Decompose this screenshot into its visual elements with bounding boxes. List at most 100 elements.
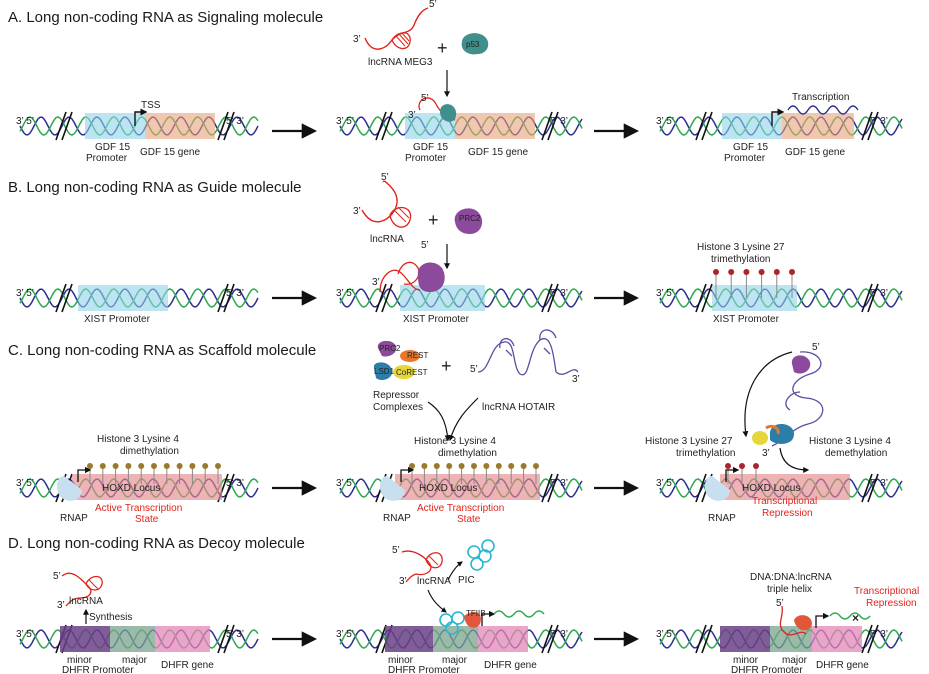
gdf-gene-label-b: GDF 15 gene [468,147,528,158]
xist-promoter-region-2 [400,285,485,311]
dna-break-mark [375,111,387,141]
three-prime-label: 3’ [353,34,361,45]
methyl-mark [758,269,765,275]
dna-break-mark [217,111,229,141]
methyl-mark [773,269,780,275]
methyl-mark [421,463,428,469]
lncrna-label-d: lncRNA [69,596,103,607]
dna-break-mark [695,473,707,503]
dna-right-ends: 5’ 3’ [550,478,568,489]
dna-break-mark [217,624,229,654]
dna-left-ends: 3’ 5’ [16,288,34,299]
dna-break-mark [867,624,879,654]
methyl-mark [87,463,93,469]
tfiib-displaced [794,615,812,631]
repression-label-1: Transcriptional [752,496,817,507]
methyl-mark [789,269,795,275]
dna-right-ends: 5’ 3’ [870,288,888,299]
pic-label: PIC [458,575,475,586]
methyl-mark [99,463,106,469]
repressor-label-1: Repressor [373,390,420,401]
section-title-c: C. Long non-coding RNA as Scaffold molec… [8,342,316,359]
methyl-mark [483,463,490,469]
dna-right-ends: 5’ 3’ [870,478,888,489]
hoxd-label-3: HOXD Locus [742,483,800,494]
dna-break-mark [547,473,559,503]
dna-break-mark [701,283,713,313]
methyl-mark [743,269,750,275]
dna-right-ends: 5’ 3’ [226,478,244,489]
dna-right-ends: 5’ 3’ [550,629,568,640]
tss-label: TSS [141,100,161,111]
rest-label: REST [407,351,428,360]
dna-left-ends: 3’ 5’ [656,629,674,640]
h3k27-label-c2: trimethylation [676,448,735,459]
dna-right-ends: 5’ 3’ [226,629,244,640]
plus-sign-c: + [441,356,452,376]
h3k4-label-c1: Histone 3 Lysine 4 [809,436,891,447]
dna-break-mark [867,111,879,141]
gdf-promoter-label-1c: GDF 15 [733,142,768,153]
dna-break-mark [547,111,559,141]
hoxd-locus-region [72,474,222,500]
methyl-mark [138,463,145,469]
tss-arrow-3 [771,108,785,126]
plus-sign-a: + [437,38,448,58]
dna-break-mark [541,473,553,503]
synthesis-label: Synthesis [89,612,132,623]
dna-break-mark [695,624,707,654]
gdf-gene-label: GDF 15 gene [140,147,200,158]
section-title-a: A. Long non-coding RNA as Signaling mole… [8,9,323,26]
p53-protein [461,33,489,55]
dna-break-mark [61,111,73,141]
lncrna-b [361,180,398,223]
tfiib-protein [464,611,481,628]
dna-break-mark [61,283,73,313]
dhfr-minor-promoter [60,626,110,652]
dna-break-mark [861,624,873,654]
three-prime-label: 3’ [762,448,770,459]
five-prime-label: 5’ [812,342,820,353]
dna-break-mark [217,283,229,313]
methyl-mark [725,463,731,469]
h3k4-label-2: dimethylation [120,446,179,457]
dna-break-mark [541,111,553,141]
three-prime-label: 3’ [353,206,361,217]
major-label: major [122,655,148,666]
major-label-3: major [782,655,808,666]
methyl-mark [125,463,132,469]
five-prime-label: 5’ [392,545,400,556]
methyl-mark [713,269,719,275]
active-state-label-1: Active Transcription [95,503,182,514]
dna-break-mark [695,111,707,141]
methyl-mark [520,463,527,469]
p53-bound [440,104,457,122]
five-prime-label: 5’ [776,598,784,609]
prc2-bound [417,262,445,292]
rnap-label-3: RNAP [708,513,736,524]
dna-right-ends: 5’ 3’ [550,116,568,127]
section-title-b: B. Long non-coding RNA as Guide molecule [8,179,302,196]
five-prime-label: 5’ [470,364,478,375]
dna-break-mark [695,283,707,313]
dna-break-mark [55,283,67,313]
major-label-2: major [442,655,468,666]
section-d: 5’ 3’ lncRNA Synthesis minor major DHFR … [53,539,919,674]
dhfr-minor-promoter-2 [385,626,433,652]
gdf-gene-region-3 [782,113,854,139]
gdf-promoter-label-2: Promoter [86,153,128,164]
dhfr-gene-region-2 [478,626,528,652]
dna-break-mark [861,111,873,141]
hotair-rna [477,329,579,376]
gdf-promoter-region [85,113,145,139]
methyl-mark [189,463,196,469]
gdf-promoter-label-2b: Promoter [405,153,447,164]
section-c: HOXD Locus RNAP Active Transcription Sta… [56,329,891,525]
minor-label: minor [67,655,93,666]
block-cross: × [852,611,859,625]
h3k4-label-c3: demethylation [825,448,887,459]
repression-label-2: Repression [762,508,813,519]
repression-label-d1: Transcriptional [854,586,919,597]
tss-arrow [134,108,148,126]
